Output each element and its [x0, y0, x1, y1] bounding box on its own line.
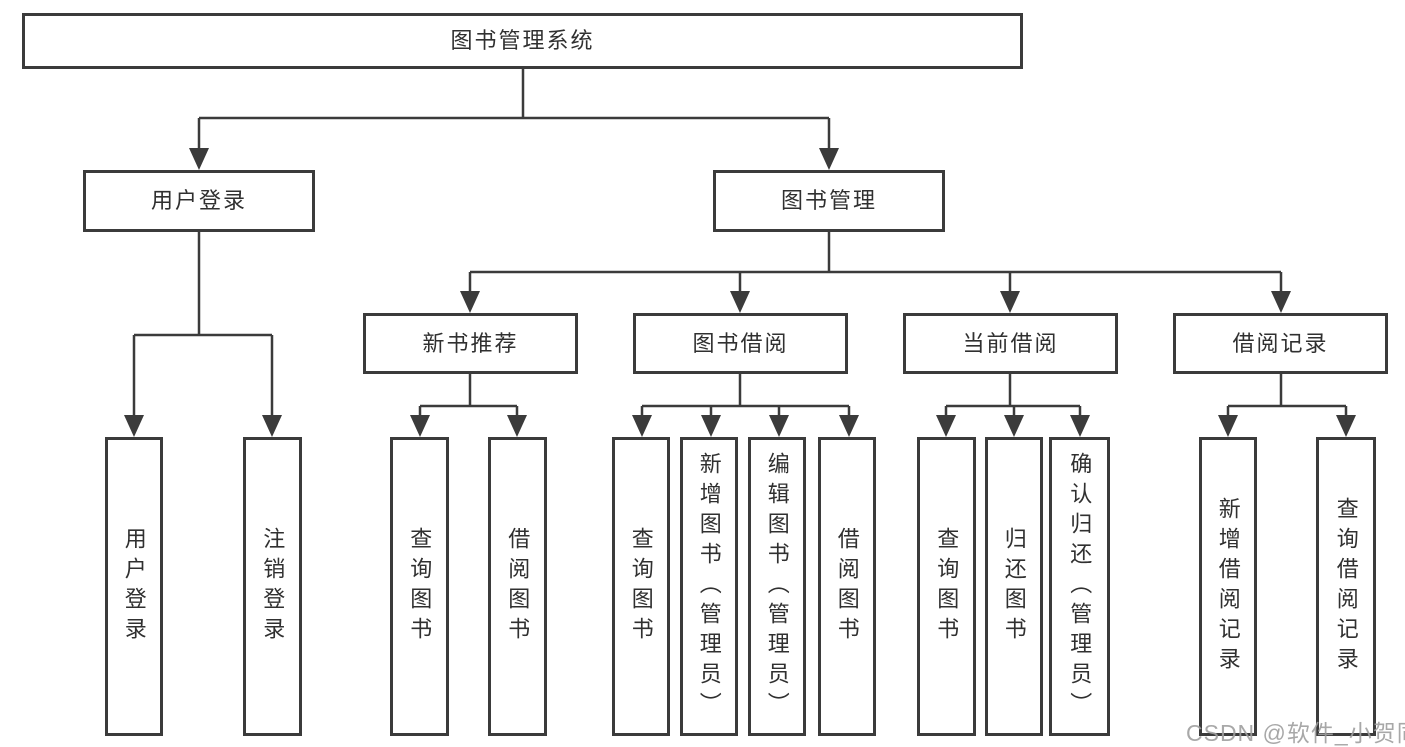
leaf-borrow-books-borrowing: 借阅图书: [818, 437, 876, 736]
node-library-management-system: 图书管理系统: [22, 13, 1023, 69]
leaf-confirm-return-admin: 确认归还（管理员）: [1049, 437, 1110, 736]
node-book-borrowing: 图书借阅: [633, 313, 848, 374]
tree-edges: [132, 69, 1348, 418]
leaf-query-borrow-record: 查询借阅记录: [1316, 437, 1376, 736]
csdn-watermark: CSDN @软件_小贺同学: [1186, 720, 1405, 746]
arrowheads: [124, 148, 1356, 437]
leaf-logout: 注销登录: [243, 437, 302, 736]
leaf-add-book-admin: 新增图书（管理员）: [680, 437, 738, 736]
leaf-user-login: 用户登录: [105, 437, 163, 736]
leaf-query-books-recommendation: 查询图书: [390, 437, 449, 736]
leaf-edit-book-admin: 编辑图书（管理员）: [748, 437, 806, 736]
node-book-management: 图书管理: [713, 170, 945, 232]
node-user-login: 用户登录: [83, 170, 315, 232]
leaf-query-books-current: 查询图书: [917, 437, 976, 736]
node-new-book-recommendation: 新书推荐: [363, 313, 578, 374]
node-borrowing-records: 借阅记录: [1173, 313, 1388, 374]
leaf-add-borrow-record: 新增借阅记录: [1199, 437, 1257, 736]
node-current-borrowing: 当前借阅: [903, 313, 1118, 374]
leaf-return-book: 归还图书: [985, 437, 1043, 736]
leaf-query-books-borrowing: 查询图书: [612, 437, 670, 736]
leaf-borrow-books-recommendation: 借阅图书: [488, 437, 547, 736]
